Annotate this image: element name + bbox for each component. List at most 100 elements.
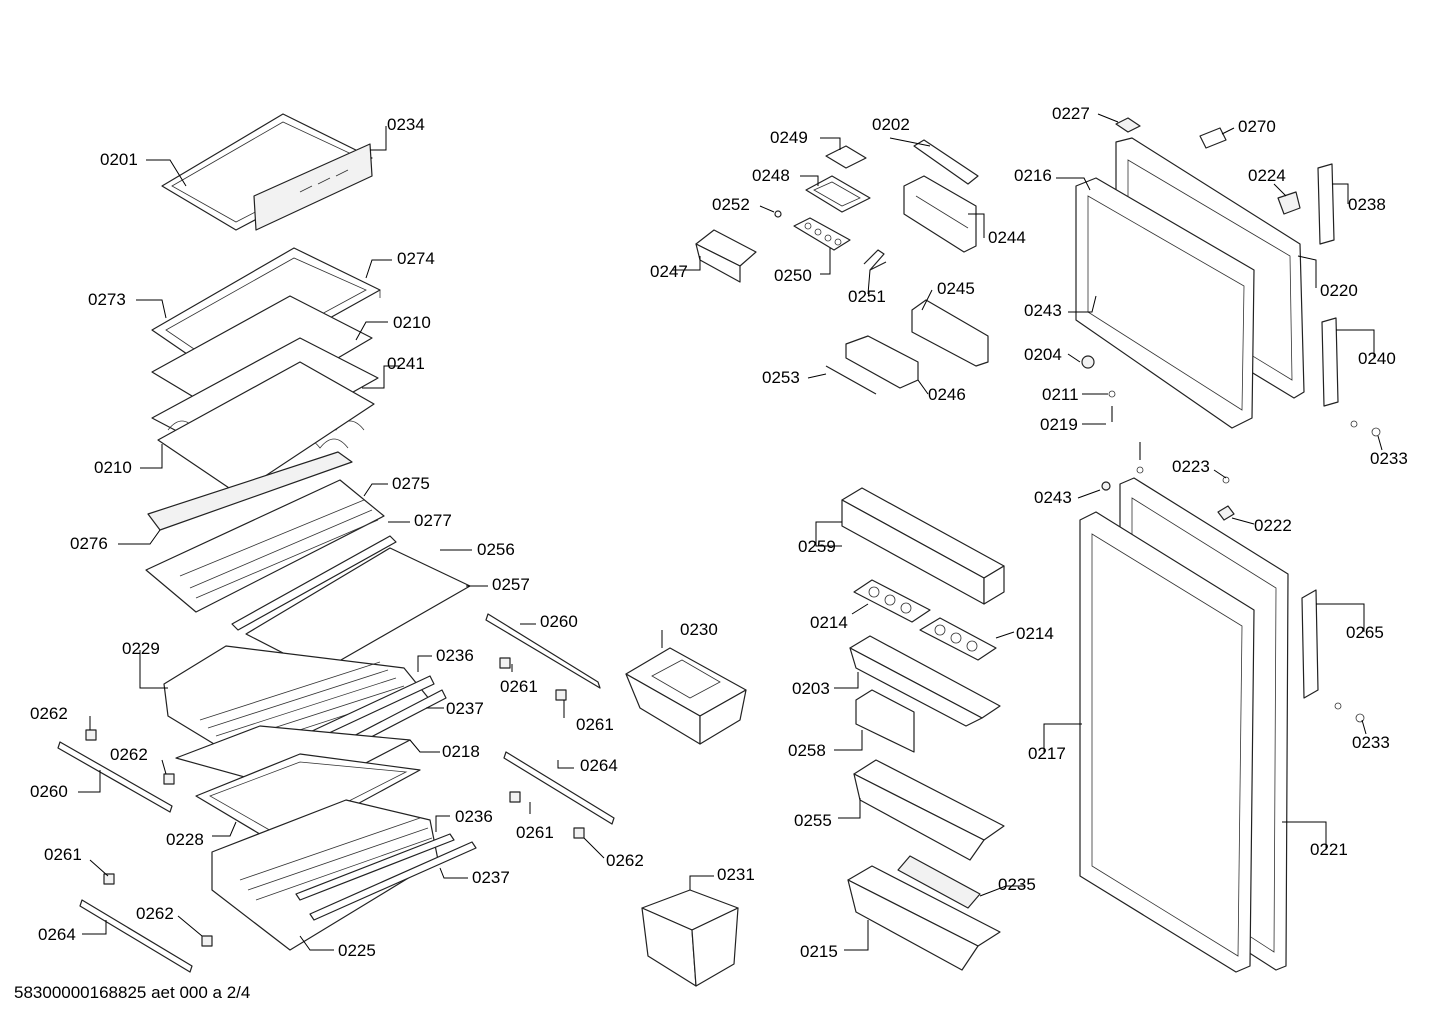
- holder-0258-drawing: [855, 689, 915, 753]
- shelf-0246-drawing: [845, 335, 919, 389]
- callout-0273: 0273: [88, 290, 126, 309]
- callout-0210-lower: 0210: [94, 458, 132, 477]
- callout-0259: 0259: [798, 537, 836, 556]
- callout-0237-upper: 0237: [446, 699, 484, 718]
- callout-0277: 0277: [414, 511, 452, 530]
- screw-0233b-drawing: [1334, 702, 1365, 723]
- callout-0270: 0270: [1238, 117, 1276, 136]
- callout-0240: 0240: [1358, 349, 1396, 368]
- handle-0238-drawing: [1317, 163, 1335, 245]
- callout-0276: 0276: [70, 534, 108, 553]
- callout-0261-b: 0262: [30, 704, 68, 723]
- callout-0251: 0251: [848, 287, 886, 306]
- rod-0253-drawing: [825, 365, 877, 395]
- glass-shelf-0210-lower-drawing: [157, 361, 375, 495]
- callout-0255: 0255: [794, 811, 832, 830]
- front-panel-0234-drawing: [253, 143, 373, 231]
- bracket-0251-drawing: [863, 249, 887, 271]
- callout-0227: 0227: [1052, 104, 1090, 123]
- side-rail-0260-upper-drawing: [485, 613, 601, 689]
- door-bin-0255-drawing: [853, 759, 1005, 861]
- callout-0275: 0275: [392, 474, 430, 493]
- callout-0264-lower: 0264: [38, 925, 76, 944]
- callout-0250: 0250: [774, 266, 812, 285]
- frame-0228-drawing: [195, 753, 421, 847]
- container-0247-drawing: [695, 229, 757, 283]
- callout-0261-a: 0261: [500, 677, 538, 696]
- callout-0234: 0234: [387, 115, 425, 134]
- hinge-0204-drawing: [1081, 355, 1095, 369]
- callout-0262-b: 0262: [110, 745, 148, 764]
- callout-0233-upper: 0233: [1370, 449, 1408, 468]
- callout-0214-right: 0214: [1016, 624, 1054, 643]
- callout-0211: 0211: [1042, 385, 1079, 404]
- callout-0223: 0223: [1172, 457, 1210, 476]
- leader-lines: [78, 113, 1383, 951]
- callout-0236-lower: 0236: [455, 807, 493, 826]
- document-id: 58300000168825 aet 000 a 2/4: [14, 983, 250, 1002]
- shelf-0245-drawing: [911, 299, 989, 367]
- callout-0274: 0274: [397, 249, 435, 268]
- gasket-0217-drawing: [1079, 511, 1255, 973]
- part-labels: 0234 0201 0274 0273 0210 0241 0210 0275 …: [30, 104, 1408, 961]
- bushing-0223-drawing: [1136, 442, 1230, 484]
- callout-0222: 0222: [1254, 516, 1292, 535]
- bottle-divider-0235-drawing: [897, 855, 981, 909]
- callout-0238: 0238: [1348, 195, 1386, 214]
- callout-0229: 0229: [122, 639, 160, 658]
- callout-0218: 0218: [442, 742, 480, 761]
- box-0231-drawing: [641, 889, 739, 987]
- callout-0204: 0204: [1024, 345, 1062, 364]
- callout-0203: 0203: [792, 679, 830, 698]
- rail-0202-drawing: [913, 139, 979, 185]
- rails-0236-0237-lower-drawing: [295, 833, 477, 921]
- screw-0233a-drawing: [1350, 420, 1381, 437]
- callout-0243-lower: 0243: [1034, 488, 1072, 507]
- callout-0261-d: 0261: [44, 845, 82, 864]
- bin-0244-drawing: [903, 175, 977, 253]
- callout-0230: 0230: [680, 620, 718, 639]
- ice-tray-0250-drawing: [793, 217, 851, 251]
- label-0270-drawing: [1199, 127, 1227, 149]
- callout-0252: 0252: [712, 195, 750, 214]
- callout-0237-lower: 0237: [472, 868, 510, 887]
- callout-0248: 0248: [752, 166, 790, 185]
- callout-0243-upper: 0243: [1024, 301, 1062, 320]
- box-0230-drawing: [625, 647, 747, 745]
- door-bin-0203-drawing: [849, 635, 1001, 727]
- callout-0247: 0247: [650, 262, 688, 281]
- callout-0221: 0221: [1310, 840, 1348, 859]
- side-rail-0264-lower-drawing: [79, 899, 193, 973]
- callout-0260-upper: 0260: [540, 612, 578, 631]
- callout-0265: 0265: [1346, 623, 1384, 642]
- callout-0260-lower: 0260: [30, 782, 68, 801]
- callout-0210-upper: 0210: [393, 313, 431, 332]
- callout-0246: 0246: [928, 385, 966, 404]
- callout-0249: 0249: [770, 128, 808, 147]
- callout-0257: 0257: [492, 575, 530, 594]
- bushing-0211-drawing: [1108, 390, 1116, 398]
- callout-0202: 0202: [872, 115, 910, 134]
- callout-0216: 0216: [1014, 166, 1052, 185]
- callout-0262-d: 0262: [136, 904, 174, 923]
- cover-0227-drawing: [1115, 117, 1141, 133]
- clips-drawing: [85, 657, 585, 947]
- hinge-0243b-drawing: [1101, 481, 1111, 491]
- crisper-cover-0276-drawing: [145, 451, 385, 613]
- callout-0214-left: 0214: [810, 613, 848, 632]
- lid-0249-drawing: [825, 145, 867, 169]
- callout-0215: 0215: [800, 942, 838, 961]
- callout-0233-lower: 0233: [1352, 733, 1390, 752]
- callout-0262-c: 0262: [606, 851, 644, 870]
- callout-0244: 0244: [988, 228, 1026, 247]
- egg-tray-0214a-drawing: [853, 579, 931, 623]
- dairy-bin-0259-drawing: [841, 487, 1005, 605]
- pin-0252-drawing: [774, 210, 782, 218]
- callout-0245: 0245: [937, 279, 975, 298]
- callout-0224: 0224: [1248, 166, 1286, 185]
- handle-0265-drawing: [1301, 589, 1319, 699]
- callout-0219: 0219: [1040, 415, 1078, 434]
- callout-0253: 0253: [762, 368, 800, 387]
